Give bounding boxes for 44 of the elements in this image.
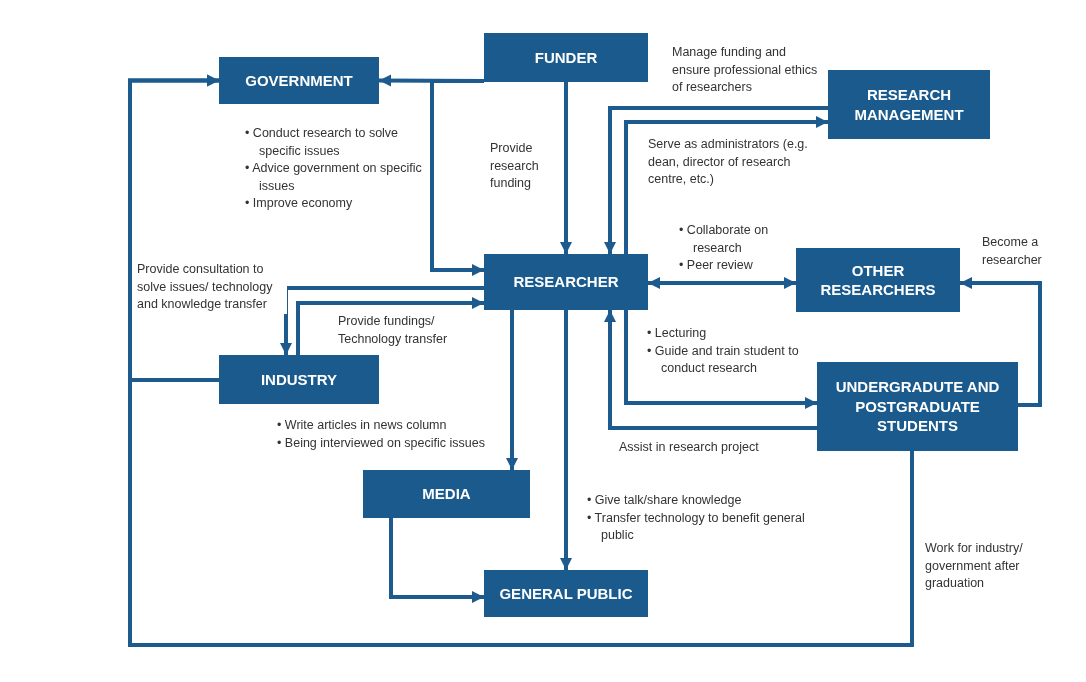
entity-box (484, 570, 648, 617)
arrow (296, 297, 484, 355)
arrow (604, 106, 828, 254)
arrow (560, 82, 572, 254)
arrow (506, 310, 518, 470)
arrow (648, 277, 796, 289)
arrow (604, 310, 817, 430)
arrow (560, 310, 572, 570)
bullet-text: • Conduct research to solve specific issues (245, 125, 400, 160)
bullet-text: • Give talk/share knowledge (587, 492, 743, 509)
entity-box (817, 362, 1018, 451)
arrow (128, 74, 914, 647)
box-title: GENERAL PUBLIC (499, 583, 633, 604)
entity-box (796, 248, 960, 312)
bullet-text: • Collaborate on research (679, 222, 770, 257)
arrow (624, 310, 817, 409)
bullet-text: • Transfer technology to benefit general public (587, 509, 806, 544)
bullet-text: • Guide and train student to conduct research (647, 342, 800, 377)
entity-box (219, 355, 379, 404)
bullet-text: • Write articles in news column (277, 417, 448, 434)
box-title: FUNDER (534, 47, 598, 68)
entity-box (484, 33, 648, 82)
entity-box (484, 254, 648, 310)
arrow (430, 79, 484, 276)
entity-box (219, 57, 379, 104)
arrow (960, 277, 1042, 407)
edge-label: Provide consultation to solve issues/ technology and knowledge transfer (137, 261, 287, 314)
arrow (389, 518, 484, 603)
box-title: RESEARCH MANAGEMENT (853, 85, 965, 124)
bullet-text: • Improve economy (245, 195, 354, 212)
box-title: GOVERNMENT (245, 70, 353, 91)
arrow (624, 116, 828, 254)
entity-box (363, 470, 530, 518)
bullet-text: • Lecturing (647, 325, 708, 342)
bullet-text: • Peer review (679, 257, 754, 274)
bullet-text: • Advice government on specific issues (245, 160, 423, 195)
box-title: MEDIA (422, 484, 471, 504)
entity-box (828, 70, 990, 139)
box-title: INDUSTRY (260, 369, 338, 390)
bullet-text: • Being interviewed on specific issues (277, 434, 486, 452)
box-title: UNDERGRADUTE AND POSTGRADUATE STUDENTS (834, 377, 1001, 436)
box-title: RESEARCHER (513, 272, 619, 292)
arrow (280, 286, 484, 355)
box-title: OTHER RESEARCHERS (819, 260, 937, 300)
